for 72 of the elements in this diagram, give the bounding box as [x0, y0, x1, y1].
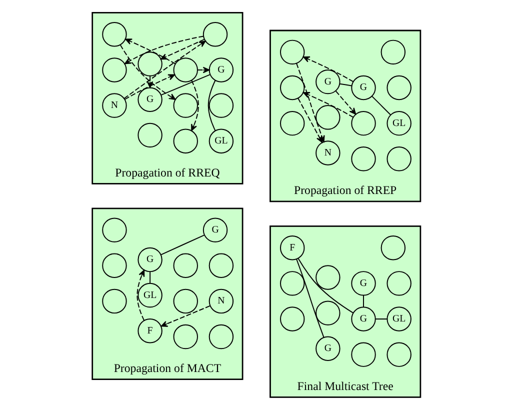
connector [375, 318, 388, 320]
node-circle: G [316, 336, 340, 361]
node-circle [351, 110, 376, 136]
node-circle: GL [386, 306, 412, 332]
node-circle [386, 146, 412, 172]
connector [296, 258, 324, 338]
node-circle [173, 324, 198, 350]
node-circle [102, 58, 127, 82]
node-circle: G [351, 271, 376, 296]
node-circle: GL [386, 110, 412, 136]
connector [339, 83, 352, 86]
node-circle [351, 342, 376, 367]
node-circle: GL [208, 128, 234, 154]
node-circle [173, 93, 198, 118]
node-circle: G [316, 69, 340, 94]
node-circle [280, 110, 305, 136]
node-circle: F [138, 318, 162, 344]
node-circle [173, 128, 198, 154]
node-circle: G [351, 306, 376, 332]
connector [208, 80, 216, 132]
node-circle [351, 146, 376, 172]
node-circle [173, 253, 198, 278]
node-circle: N [208, 288, 234, 314]
node-circle: G [138, 247, 162, 272]
arrow [124, 36, 204, 64]
node-circle [102, 253, 127, 278]
node-circle [280, 75, 305, 100]
arrow [335, 90, 356, 115]
node-circle [386, 75, 412, 100]
node-circle [202, 22, 228, 47]
arrow [124, 40, 206, 100]
node-circle [208, 93, 234, 118]
node-circle [380, 236, 406, 260]
node-circle: G [138, 87, 162, 112]
node-circle [386, 271, 412, 296]
arrow [136, 270, 145, 321]
node-circle [280, 306, 305, 332]
connector [160, 234, 205, 256]
node-circle [208, 253, 234, 278]
node-circle [102, 22, 127, 47]
node-circle [138, 122, 162, 148]
node-circle [102, 218, 127, 242]
node-circle: N [102, 93, 127, 118]
node-circle: GL [138, 282, 162, 308]
node-circle [316, 300, 340, 326]
node-circle: G [202, 218, 228, 242]
node-circle [280, 40, 305, 65]
node-circle: N [316, 140, 340, 166]
node-circle [280, 271, 305, 296]
node-circle: F [280, 236, 305, 260]
arrow [197, 66, 210, 74]
node-circle [102, 288, 127, 314]
node-circle [316, 265, 340, 290]
connector [372, 96, 391, 116]
arrow [191, 80, 199, 132]
node-circle [208, 324, 234, 350]
node-circle [316, 105, 340, 130]
connector [298, 258, 354, 314]
arrow [160, 38, 205, 60]
arrow [125, 38, 176, 64]
arrow [160, 305, 211, 327]
arrow [302, 56, 354, 82]
connector [363, 294, 364, 308]
node-circle [380, 40, 406, 65]
node-circle: G [208, 58, 234, 82]
node-circle [138, 52, 162, 76]
node-circle: G [351, 75, 376, 100]
node-circle [173, 288, 198, 314]
node-circle [173, 58, 198, 82]
node-circle [386, 342, 412, 367]
connector [150, 271, 151, 284]
arrow [298, 98, 323, 143]
